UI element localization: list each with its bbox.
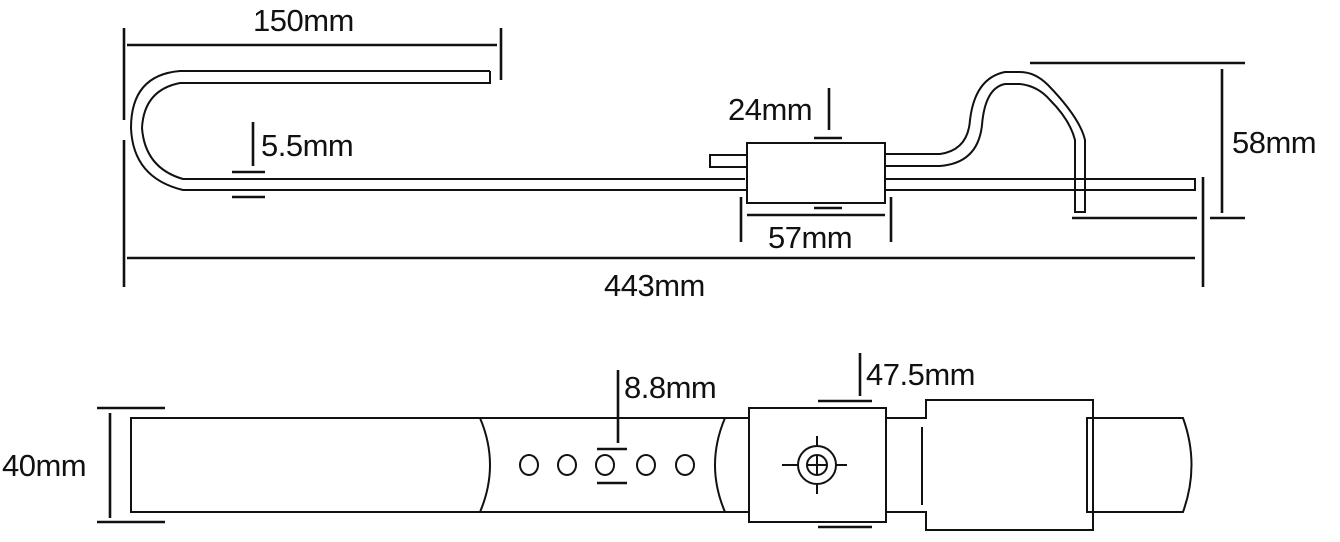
- dimension-lines-top: [122, 28, 1245, 287]
- dim-lock-width: 47.5mm: [866, 357, 975, 392]
- strap-tip: [1086, 417, 1193, 513]
- dim-hole-diameter: 8.8mm: [624, 370, 717, 405]
- dim-hook-length: 150mm: [253, 3, 354, 38]
- dimension-lines-bottom: [97, 353, 872, 529]
- strap: [130, 417, 752, 513]
- buckle-frame: [886, 399, 1094, 531]
- dim-clamp-width: 57mm: [768, 220, 853, 255]
- s-hook: [885, 71, 1086, 213]
- dim-rod-diameter: 5.5mm: [261, 128, 354, 163]
- clamp-block: [746, 142, 886, 204]
- dim-strap-width: 40mm: [2, 448, 87, 483]
- dim-clamp-height: 24mm: [728, 92, 813, 127]
- clamp-tab: [709, 154, 748, 168]
- keyhole-icon: [782, 436, 847, 494]
- strap-holes: [519, 454, 695, 476]
- dim-overall-length: 443mm: [604, 268, 705, 303]
- dim-hook-height: 58mm: [1232, 125, 1317, 160]
- top-view-rod: [129, 70, 1196, 191]
